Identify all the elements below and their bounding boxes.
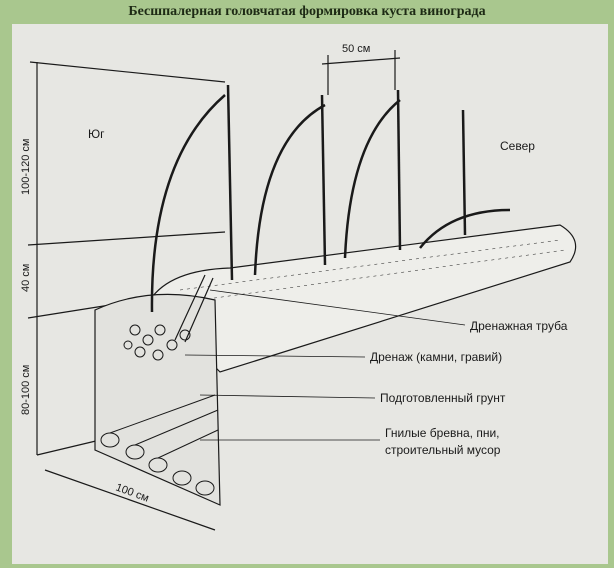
label-logs-line2: строительный мусор — [385, 443, 501, 457]
label-soil: Подготовленный грунт — [380, 391, 506, 405]
drainage-stones — [123, 324, 191, 361]
label-height-top: 100-120 см — [20, 139, 32, 196]
label-logs-line1: Гнилые бревна, пни, — [385, 426, 500, 440]
label-drain-pipe: Дренажная труба — [470, 319, 568, 333]
label-height-mid: 40 см — [20, 264, 32, 292]
spacing-dimension-line — [321, 57, 401, 65]
ground-reference-line — [27, 304, 111, 319]
label-north: Север — [500, 139, 535, 153]
label-depth: 80-100 см — [20, 365, 32, 415]
logs — [100, 394, 219, 496]
width-dimension-line — [44, 469, 216, 531]
top-reference-line — [29, 61, 226, 83]
mid-reference-line — [27, 231, 226, 246]
vines — [150, 94, 511, 313]
diagram-title: Бесшпалерная головчатая формировка куста… — [128, 4, 486, 19]
label-spacing: 50 см — [342, 43, 370, 55]
stakes — [226, 84, 467, 281]
label-south: Юг — [88, 127, 105, 141]
drain-pipe — [174, 274, 214, 343]
label-drainage: Дренаж (камни, гравий) — [370, 350, 502, 364]
bottom-reference-line — [36, 439, 101, 456]
mound — [149, 224, 577, 373]
